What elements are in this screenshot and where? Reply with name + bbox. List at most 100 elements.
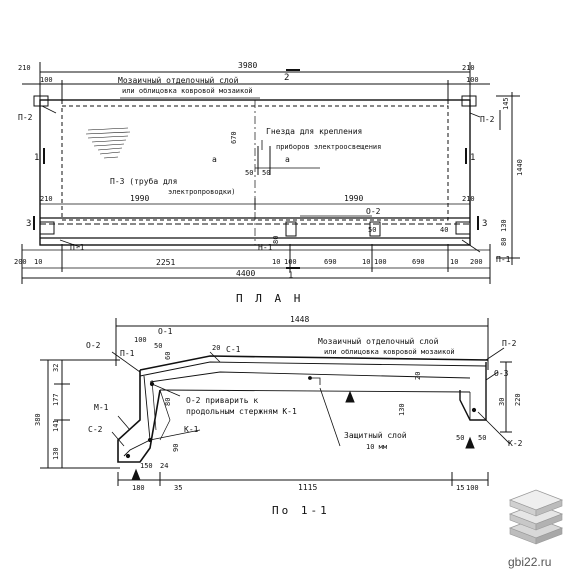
dim-s-20: 20 bbox=[212, 344, 220, 352]
p2-left-label: П-2 bbox=[18, 113, 33, 122]
cut-3-right: 3 bbox=[482, 219, 487, 229]
n1-label: Н-1 bbox=[258, 243, 273, 252]
p1-left-label: П-1 bbox=[70, 243, 85, 252]
dim-h141: 141 bbox=[52, 419, 60, 432]
dim-h30: 30 bbox=[498, 398, 506, 406]
dim-bottom-g: 10 bbox=[450, 258, 458, 266]
p3-label-2: электропроводки) bbox=[168, 188, 235, 196]
cut-2-top: 2 bbox=[284, 73, 289, 83]
dim-80: 80 bbox=[272, 236, 280, 244]
site-logo: gbi22.ru bbox=[508, 489, 564, 569]
dim-bottom-a: 10 bbox=[272, 258, 280, 266]
dim-h220: 220 bbox=[514, 393, 522, 406]
protect-label-1: Защитный слой bbox=[344, 431, 407, 440]
dim-half-left: 1990 bbox=[130, 194, 149, 203]
p1-right-label: П-1 bbox=[496, 255, 511, 264]
dim-s-50c: 50 bbox=[478, 434, 486, 442]
dim-left-top-b: 100 bbox=[40, 76, 53, 84]
dim-section-total: 1448 bbox=[290, 315, 309, 324]
dim-h130b: 130 bbox=[398, 403, 406, 416]
p2-right-label: П-2 bbox=[480, 115, 495, 124]
plan-labels: 3980 210 100 210 100 Мозаичный отделочны… bbox=[14, 61, 524, 305]
dim-s-100: 100 bbox=[134, 336, 147, 344]
plan-title: П Л А Н bbox=[236, 292, 303, 305]
dim-40: 40 bbox=[440, 226, 448, 234]
o3-label: О-3 bbox=[494, 369, 509, 378]
dim-total-top: 3980 bbox=[238, 61, 257, 70]
k1-label: К-1 bbox=[184, 425, 199, 434]
dim-side-right: 210 bbox=[462, 195, 475, 203]
dim-h380: 380 bbox=[34, 413, 42, 426]
section-mosaic-label-1: Мозаичный отделочный слой bbox=[318, 337, 439, 346]
dim-side-left: 210 bbox=[40, 195, 53, 203]
dim-half-right: 1990 bbox=[344, 194, 363, 203]
section-title: По 1-1 bbox=[272, 504, 330, 517]
mark-a-right: а bbox=[285, 155, 290, 164]
plan-mosaic-label-1: Мозаичный отделочный слой bbox=[118, 76, 239, 85]
dim-inner-670: 670 bbox=[230, 131, 238, 144]
weld-label-2: продольным стержням К-1 bbox=[186, 407, 297, 416]
dim-s-50b: 50 bbox=[456, 434, 464, 442]
p1-section-label: П-1 bbox=[120, 349, 135, 358]
dim-right-130: 130 bbox=[500, 219, 508, 232]
dim-bottom-right: 200 bbox=[470, 258, 483, 266]
dim-s-150: 150 bbox=[140, 462, 153, 470]
dim-bottom-e: 100 bbox=[374, 258, 387, 266]
dim-right-top-b: 100 bbox=[466, 76, 479, 84]
o2-plan-label: О-2 bbox=[366, 207, 381, 216]
dim-s-100b: 100 bbox=[466, 484, 479, 492]
dim-bottom-d: 10 bbox=[362, 258, 370, 266]
mark-a-left: а bbox=[212, 155, 217, 164]
watermark-text: gbi22.ru bbox=[508, 555, 551, 569]
dim-h130: 130 bbox=[52, 447, 60, 460]
dim-right-top-a: 210 bbox=[462, 64, 475, 72]
c2-label: С-2 bbox=[88, 425, 103, 434]
dim-bottom-left-b: 10 bbox=[34, 258, 42, 266]
dim-s-1115: 1115 bbox=[298, 483, 317, 492]
dim-50-b: 50 bbox=[262, 169, 270, 177]
cut-1-bottom: 1 bbox=[288, 271, 293, 281]
dim-s-24: 24 bbox=[160, 462, 168, 470]
section-labels: 1448 Мозаичный отделочный слой или облиц… bbox=[34, 315, 523, 517]
m1-label: М-1 bbox=[94, 403, 109, 412]
section-mosaic-label-2: или облицовка ковровой мозаикой bbox=[324, 348, 455, 356]
s1-label: С-1 bbox=[226, 345, 241, 354]
dim-s-90: 90 bbox=[172, 444, 180, 452]
dim-s-80: 80 bbox=[164, 398, 172, 406]
dim-50-c: 50 bbox=[368, 226, 376, 234]
protect-label-2: 10 мм bbox=[366, 443, 388, 451]
cut-1-left: 1 bbox=[34, 153, 39, 163]
cut-1-right: 1 bbox=[470, 153, 475, 163]
dim-right-145: 145 bbox=[502, 97, 510, 110]
o1-label: О-1 bbox=[158, 327, 173, 336]
devices-label: приборов электроосвещения bbox=[276, 143, 381, 151]
dim-bottom-b: 100 bbox=[284, 258, 297, 266]
dim-bottom-c: 690 bbox=[324, 258, 337, 266]
dim-right-80: 80 bbox=[500, 238, 508, 246]
dim-s-35: 35 bbox=[174, 484, 182, 492]
o2-section-label: О-2 bbox=[86, 341, 101, 350]
dim-h177: 177 bbox=[52, 393, 60, 406]
dim-right-height: 1440 bbox=[516, 159, 524, 176]
dim-bottom-f: 690 bbox=[412, 258, 425, 266]
cut-3-left: 3 bbox=[26, 219, 31, 229]
stacked-slabs-icon bbox=[508, 489, 564, 545]
dim-s-180: 180 bbox=[132, 484, 145, 492]
p3-label-1: П-3 (труба для bbox=[110, 176, 177, 186]
dim-left-top-a: 210 bbox=[18, 64, 31, 72]
dim-bottom-left: 200 bbox=[14, 258, 27, 266]
dim-50-a: 50 bbox=[245, 169, 253, 177]
dim-total-bottom: 4400 bbox=[236, 269, 255, 278]
k2-label: К-2 bbox=[508, 439, 523, 448]
plan-view bbox=[21, 62, 520, 284]
dim-s-60: 60 bbox=[164, 352, 172, 360]
dim-bottom-mid: 2251 bbox=[156, 258, 175, 267]
dim-s-15: 15 bbox=[456, 484, 464, 492]
dim-s-50: 50 bbox=[154, 342, 162, 350]
dim-h32: 32 bbox=[52, 364, 60, 372]
p2-section-label: П-2 bbox=[502, 339, 517, 348]
weld-label-1: О-2 приварить к bbox=[186, 396, 258, 405]
section-view bbox=[40, 318, 512, 486]
dim-h20: 20 bbox=[414, 372, 422, 380]
